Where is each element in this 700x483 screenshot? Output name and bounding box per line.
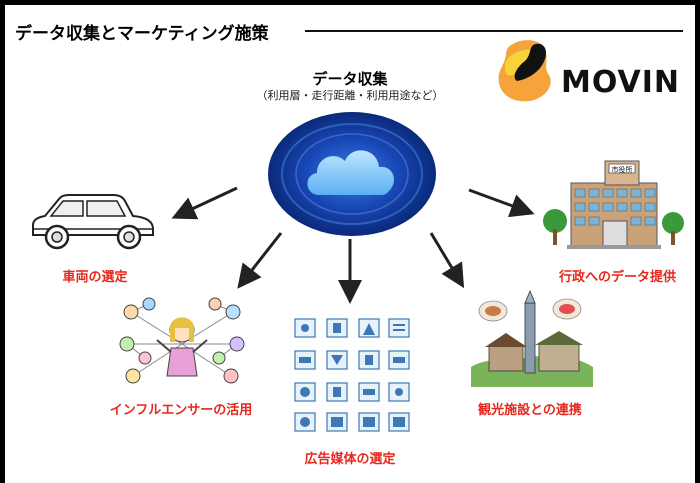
car-icon (32, 194, 154, 250)
arrow-to-car (171, 186, 238, 220)
slide: データ収集とマーケティング施策 MOVIN データ収集 （利用層・走行距離・利用… (5, 5, 695, 483)
arrows (171, 186, 535, 304)
page-title: データ収集とマーケティング施策 (15, 24, 269, 44)
city-hall-building-icon: 市役所 (543, 160, 684, 249)
outcome-label-ad-media: 広告媒体の選定 (304, 452, 396, 467)
arrow-to-city (468, 188, 535, 218)
ad-media-grid-icon (294, 318, 410, 432)
title-divider (305, 30, 683, 32)
outcome-label-tourism: 観光施設との連携 (478, 403, 582, 418)
logo-wordmark: MOVIN (561, 65, 681, 100)
influencer-network-icon (119, 297, 245, 384)
arrow-to-influencer (237, 232, 283, 289)
city-hall-sign: 市役所 (612, 165, 633, 174)
cloud-icon (268, 112, 436, 236)
center-subtitle: （利用層・走行距離・利用用途など） (256, 89, 444, 102)
center-title: データ収集 (312, 70, 388, 88)
arrow-to-tourism (429, 232, 465, 289)
outcome-label-influencer: インフルエンサーの活用 (109, 403, 253, 418)
outcome-label-government: 行政へのデータ提供 (558, 270, 676, 285)
outcome-label-vehicle: 車両の選定 (62, 270, 128, 285)
tourism-city-icon (471, 289, 593, 387)
movin-logo-icon (498, 40, 551, 102)
